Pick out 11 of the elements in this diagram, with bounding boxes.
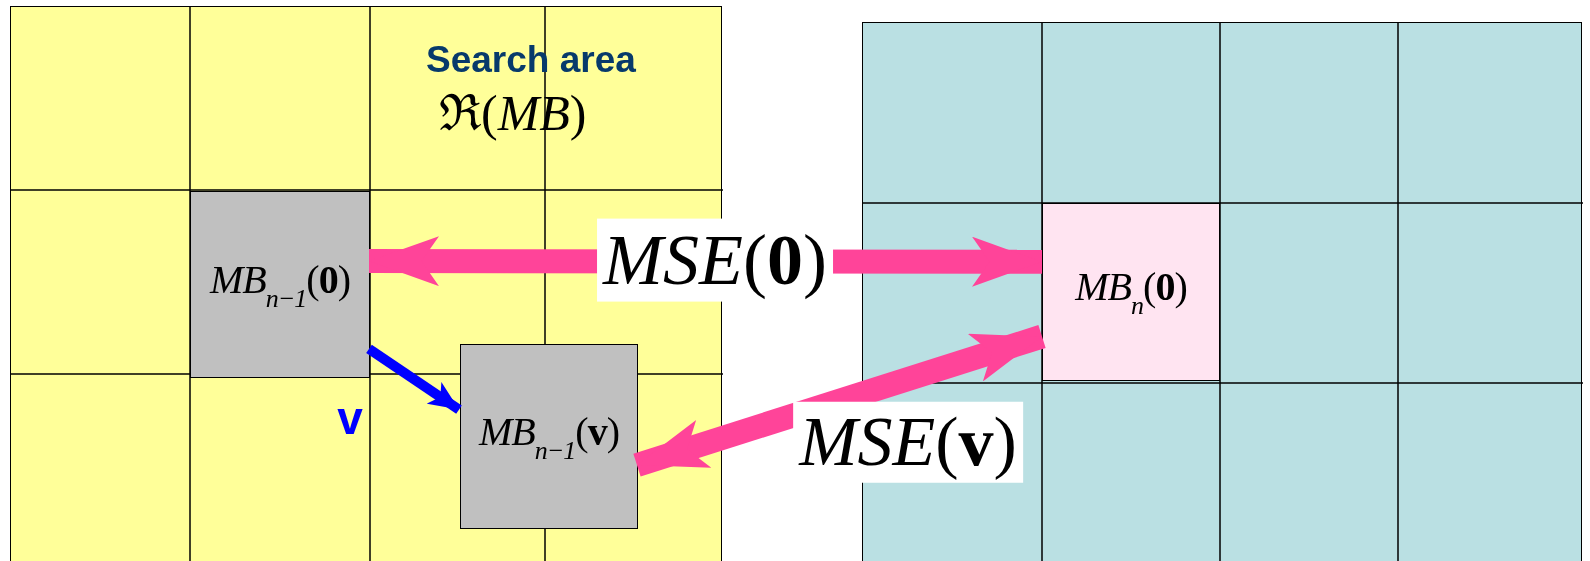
block-label: MB$_{n−1}$(0) [210,255,350,314]
edge-label: MSE(v) [793,401,1023,483]
edge-label: v [337,391,363,445]
block-label: MB$_{n}$(0) [1075,263,1187,321]
macroblock-box [190,191,370,378]
macroblock-box [1042,203,1220,381]
block-label: MB$_{n−1}$(v) [479,407,619,466]
macroblock-box [460,344,638,529]
arrow [633,325,1046,477]
edge-label: MSE(0) [597,218,833,302]
arrow [366,344,462,414]
